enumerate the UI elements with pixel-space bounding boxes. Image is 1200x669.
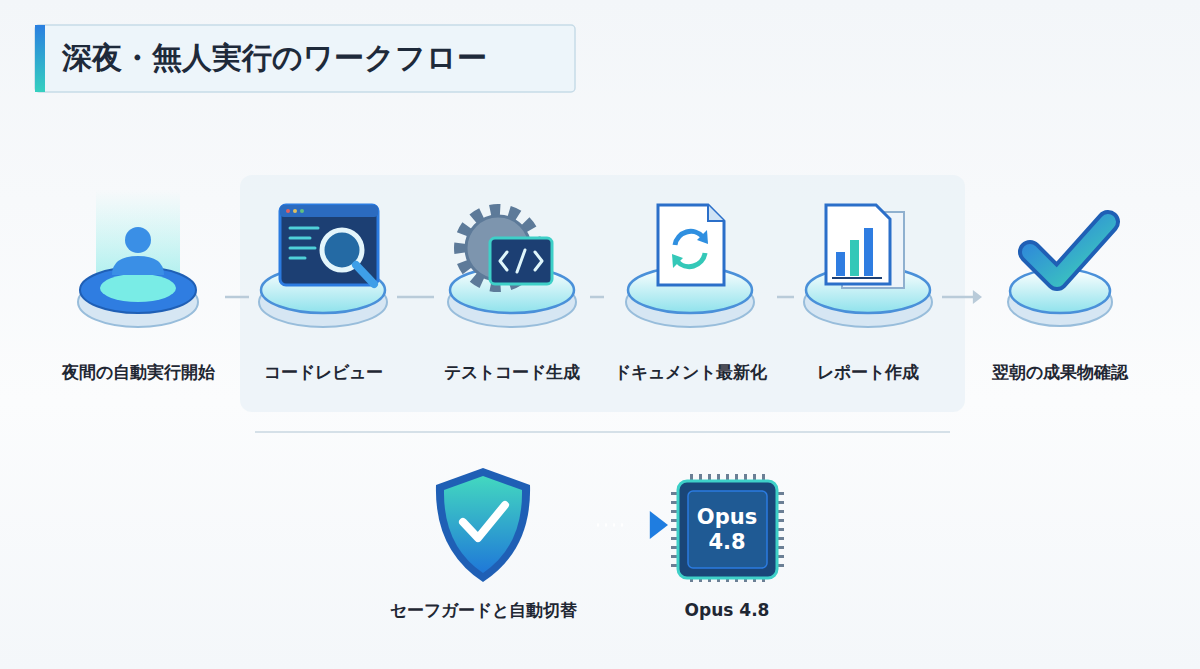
flow-connector (590, 297, 604, 298)
diagram-title: 深夜・無人実行のワークフロー (62, 36, 487, 80)
chip-node: Opus 4.8Opus 4.8 (672, 480, 782, 622)
step-node: ドキュメント最新化 (608, 180, 773, 384)
flow-connector (225, 297, 249, 298)
step-label: コードレビュー (253, 360, 393, 384)
step-node: レポート作成 (798, 180, 938, 384)
step-label: テストコード生成 (438, 360, 586, 384)
flow-connector (397, 297, 434, 298)
step-label: 翌朝の成果物確認 (986, 360, 1134, 384)
chip-text: Opus 4.8 (688, 480, 766, 580)
step-label: ドキュメント最新化 (608, 360, 773, 384)
step-node: 夜間の自動実行開始 (56, 180, 221, 384)
step-label: Opus 4.8 (672, 598, 782, 622)
step-label: レポート作成 (798, 360, 938, 384)
step-node: 翌朝の成果物確認 (986, 180, 1134, 384)
step-label: 夜間の自動実行開始 (56, 360, 221, 384)
step-label: セーフガードと自動切替 (384, 598, 583, 622)
step-node: セーフガードと自動切替 (384, 465, 583, 622)
flow-connector (942, 290, 982, 304)
step-node: テストコード生成 (438, 180, 586, 384)
flow-connector (777, 297, 794, 298)
step-node: コードレビュー (253, 180, 393, 384)
switch-arrow (587, 511, 668, 539)
